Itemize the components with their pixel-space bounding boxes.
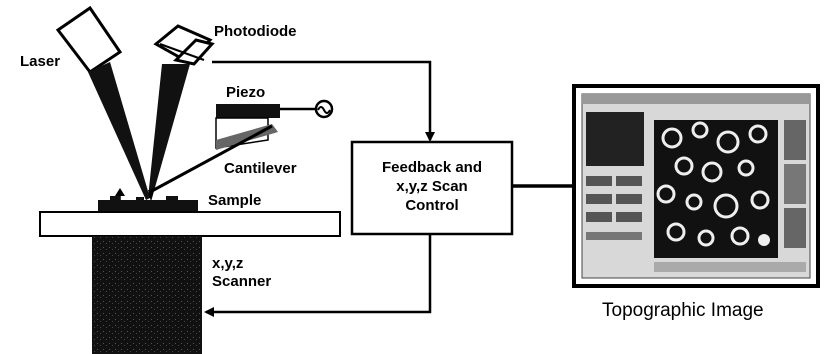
piezo-label: Piezo — [226, 84, 265, 101]
scanner-label-line2: Scanner — [212, 273, 271, 290]
control-box-label: Feedback and x,y,z Scan Control — [352, 158, 512, 215]
photodiode-icon — [148, 26, 212, 198]
scanner-label-line1: x,y,z — [212, 255, 243, 272]
control-box-line2: x,y,z Scan — [352, 177, 512, 196]
xyz-scanner — [92, 236, 202, 354]
topographic-image-caption: Topographic Image — [602, 300, 764, 322]
piezo-element — [216, 101, 332, 118]
cantilever-label: Cantilever — [224, 160, 297, 177]
laser-label: Laser — [20, 53, 60, 70]
stage-plate — [40, 212, 340, 236]
topographic-monitor — [574, 86, 818, 286]
sample-label: Sample — [208, 192, 261, 209]
control-box-line3: Control — [352, 196, 512, 215]
laser-icon — [58, 8, 150, 200]
control-box-line1: Feedback and — [352, 158, 512, 177]
photodiode-label: Photodiode — [214, 23, 297, 40]
